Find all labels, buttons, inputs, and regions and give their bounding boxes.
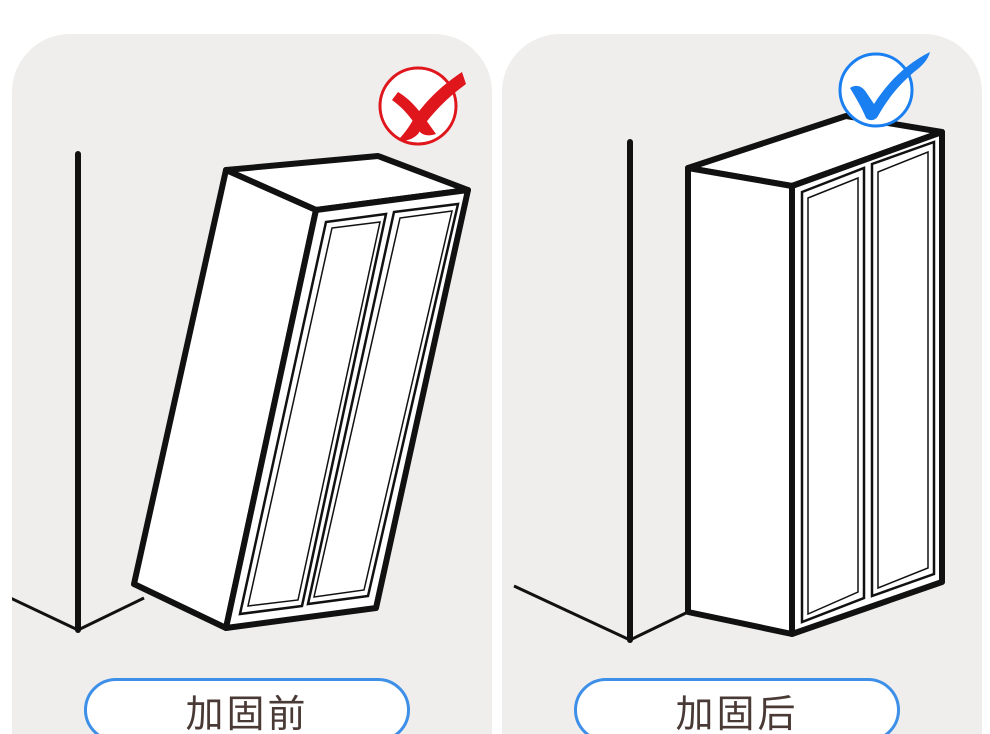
before-reinforcement-label: 加固前 [84, 678, 410, 734]
floor-right-line [77, 596, 145, 632]
wardrobe-door-right [306, 202, 460, 606]
wardrobe-front-face [789, 129, 945, 637]
after-reinforcement-label: 加固后 [574, 678, 900, 734]
upright-wardrobe-illustration [513, 113, 945, 643]
floor-left-line [513, 584, 631, 642]
cross-mark-icon [378, 66, 466, 146]
tilted-wardrobe-illustration [12, 151, 471, 633]
floor-right-line [629, 610, 689, 642]
panel-after-reinforcement: 加固后 [502, 34, 982, 734]
wardrobe-door-left [238, 212, 388, 616]
wardrobe-door-left [800, 166, 866, 624]
panel-before-reinforcement: 加固前 [12, 34, 492, 734]
wardrobe-front-face [223, 187, 471, 631]
check-mark-icon [838, 52, 930, 128]
floor-left-line [12, 597, 79, 632]
wardrobe-side-face [685, 165, 795, 637]
wardrobe-door-right [870, 140, 936, 598]
